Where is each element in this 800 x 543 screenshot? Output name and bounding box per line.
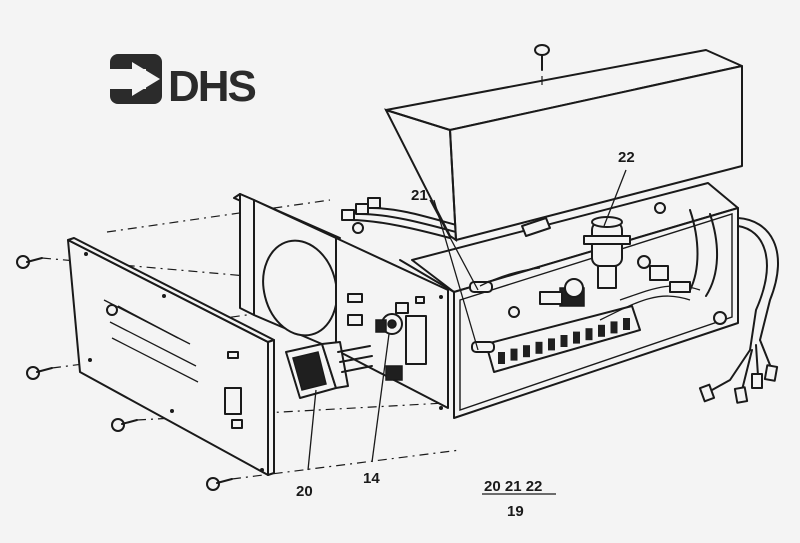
potentiometer bbox=[375, 302, 409, 335]
terminal-post bbox=[535, 341, 543, 354]
panel-screw-low-left bbox=[111, 418, 138, 432]
dhs-logo: DHS bbox=[110, 54, 258, 111]
terminal-post bbox=[523, 345, 530, 358]
terminal-post bbox=[560, 335, 568, 347]
callout-21: 21 bbox=[411, 187, 428, 204]
panel-screw-mid-left bbox=[26, 366, 53, 380]
panel-screw-top-left bbox=[16, 255, 43, 269]
wire-harness bbox=[341, 197, 541, 287]
callout-20: 20 bbox=[296, 483, 313, 500]
capacitor bbox=[583, 216, 631, 289]
rocker-switch bbox=[285, 341, 373, 399]
terminal-post bbox=[598, 324, 605, 337]
terminal-post bbox=[498, 352, 505, 364]
assembly-bottom-label: 19 bbox=[507, 503, 524, 520]
assembly-top-label: 20 21 22 bbox=[484, 478, 542, 495]
callout-14: 14 bbox=[363, 470, 380, 487]
logo-text: DHS bbox=[168, 62, 256, 111]
front-panel bbox=[67, 237, 275, 476]
terminal-post bbox=[573, 331, 580, 344]
callout-leaders bbox=[307, 169, 627, 495]
cover-screw bbox=[534, 44, 550, 86]
housing bbox=[399, 182, 739, 419]
terminal-post bbox=[585, 328, 593, 341]
terminal-post bbox=[623, 318, 630, 330]
power-cable bbox=[698, 217, 779, 404]
internal-wiring bbox=[599, 209, 718, 321]
terminal-post bbox=[510, 348, 518, 361]
panel-screw-bottom bbox=[206, 477, 233, 491]
terminal-block bbox=[485, 305, 641, 373]
housing-cover bbox=[384, 49, 743, 242]
relay bbox=[539, 278, 585, 307]
terminal-post bbox=[548, 338, 555, 351]
callout-22: 22 bbox=[618, 149, 635, 166]
terminal-post bbox=[610, 321, 618, 334]
